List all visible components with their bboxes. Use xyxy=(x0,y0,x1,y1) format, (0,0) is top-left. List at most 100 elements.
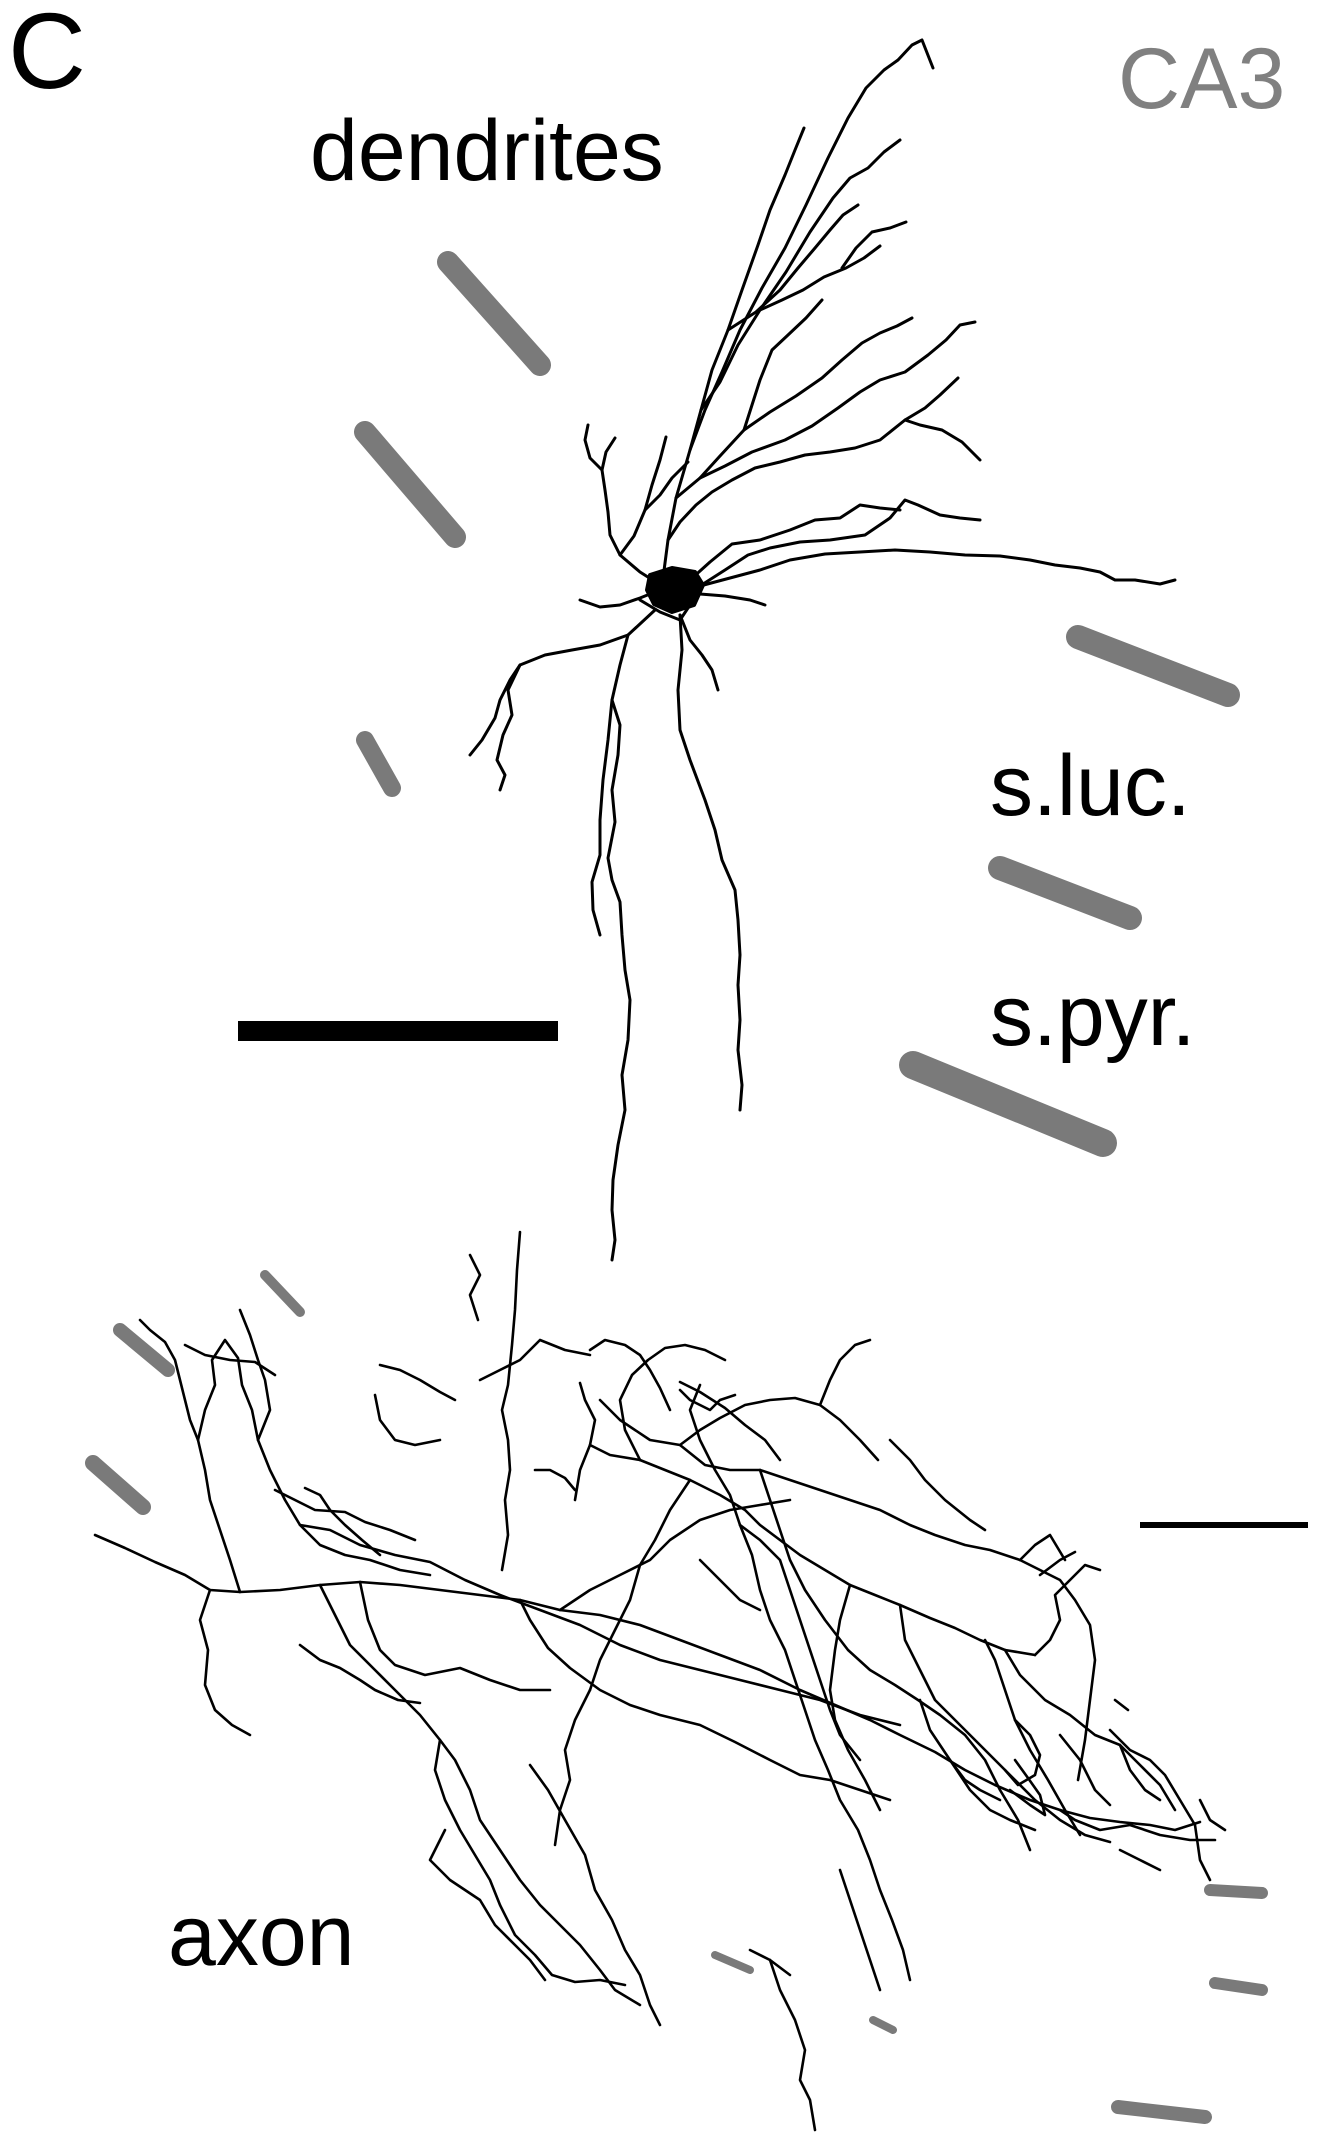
axon-branch xyxy=(303,1486,382,1557)
axon-branch xyxy=(1113,1698,1130,1712)
axon-branch xyxy=(1018,1533,1067,1562)
layer-marker xyxy=(356,731,401,797)
apical-dendrite xyxy=(742,298,824,432)
layer-marker xyxy=(1111,2100,1212,2124)
axon-branch xyxy=(196,1338,432,1594)
axon-branch xyxy=(588,1443,1037,1657)
dendrite-tree xyxy=(468,38,1177,1262)
apical-dendrite xyxy=(698,592,767,607)
axon-branch xyxy=(838,1868,882,1992)
s-luc-label: s.luc. xyxy=(990,738,1191,834)
axon-branch xyxy=(183,1343,277,1377)
layer-marker xyxy=(113,1323,175,1377)
apical-dendrite xyxy=(688,38,935,452)
axon-label: axon xyxy=(168,1888,355,1984)
apical-dendrite xyxy=(758,244,882,312)
axon-branch xyxy=(273,1488,417,1542)
axon-branch xyxy=(318,1583,627,1987)
axon-branch xyxy=(588,1338,672,1412)
axon-branch xyxy=(1108,1728,1212,1882)
axon-branch xyxy=(688,1383,912,1982)
apical-dendrite xyxy=(674,316,914,500)
basal-dendrite xyxy=(678,613,720,692)
axon-branch xyxy=(758,1468,1032,1852)
axon-branch xyxy=(888,1438,987,1532)
apical-dendrite xyxy=(666,376,960,542)
layer-marker xyxy=(1066,625,1240,707)
axon-branch xyxy=(1118,1848,1162,1872)
basal-dendrite xyxy=(606,698,632,1262)
apical-dendrite xyxy=(698,320,977,480)
axon-branch xyxy=(468,1253,482,1322)
axon-branch xyxy=(678,1380,782,1462)
axon-branch xyxy=(358,1580,552,1692)
axon-branch xyxy=(1198,1798,1227,1832)
region-label: CA3 xyxy=(1118,31,1285,127)
scale-bars xyxy=(238,1021,1308,1528)
axon-branch xyxy=(438,1738,642,2007)
axon-branch xyxy=(198,1588,252,1737)
layer-marker xyxy=(260,1270,305,1317)
axon-branch xyxy=(298,1523,902,1727)
axon-branch xyxy=(533,1468,577,1492)
apical-dendrite xyxy=(688,503,902,582)
axon-branch xyxy=(1058,1808,1217,1842)
axon-arbor xyxy=(93,1230,1227,2132)
axon-branch xyxy=(238,1308,272,1442)
axon-branch xyxy=(1118,1743,1162,1802)
axon-branch xyxy=(818,1338,872,1407)
axon-branch xyxy=(1018,1558,1097,1782)
apical-dendrite xyxy=(726,203,860,332)
axon-branch xyxy=(678,1396,880,1462)
axon-branch xyxy=(768,1958,817,2132)
layer-marker xyxy=(869,2016,897,2034)
layer-marker xyxy=(354,421,466,548)
axon-branch xyxy=(573,1381,597,1502)
layer-marker xyxy=(1204,1884,1268,1899)
axon-branch xyxy=(298,1643,422,1705)
layer-marker xyxy=(1209,1977,1268,1996)
axon-branch xyxy=(553,1688,592,1847)
axon-branch xyxy=(428,1828,547,1982)
apical-dendrite xyxy=(699,138,902,412)
axon-branch xyxy=(1033,1563,1102,1657)
layer-boundary-markers xyxy=(85,251,1268,2124)
layer-marker xyxy=(85,1455,151,1515)
axon-branch xyxy=(378,1363,457,1402)
axon-branch xyxy=(518,1598,892,1802)
soma xyxy=(645,566,705,614)
basal-dendrite xyxy=(590,633,630,937)
axon-branch xyxy=(678,1388,737,1412)
layer-marker xyxy=(437,251,551,376)
apical-dendrite xyxy=(583,423,604,472)
axon-branch xyxy=(898,1603,1112,1844)
soma-outline xyxy=(638,598,692,622)
apical-dendrite xyxy=(578,588,662,609)
axon-branch xyxy=(948,1758,1002,1802)
axon-branch xyxy=(918,1698,1037,1832)
axon-branch xyxy=(1003,1648,1177,1812)
axon-branch xyxy=(1003,1718,1042,1787)
axon-branch xyxy=(558,1498,792,1612)
apical-dendrite xyxy=(618,435,668,557)
apical-dendrite xyxy=(600,436,664,588)
basal-dendrite xyxy=(495,608,657,792)
layer-marker xyxy=(899,1051,1117,1157)
axon-branch xyxy=(138,1318,200,1442)
axon-branch xyxy=(500,1230,522,1572)
apical-dendrite xyxy=(698,498,982,588)
axon-branch xyxy=(598,1398,1022,1562)
axon-branch xyxy=(983,1638,1082,1837)
axon-branch xyxy=(828,1583,882,1812)
axon-branch xyxy=(93,1533,1202,1832)
layer-marker xyxy=(988,856,1142,930)
basal-dendrite xyxy=(676,613,744,1112)
apical-dendrite xyxy=(903,418,982,462)
axon-branch xyxy=(698,1558,762,1612)
axon-branch xyxy=(588,1478,692,1692)
s-pyr-label: s.pyr. xyxy=(990,968,1196,1064)
basal-dendrite xyxy=(468,663,522,757)
layer-marker xyxy=(711,1951,754,1974)
